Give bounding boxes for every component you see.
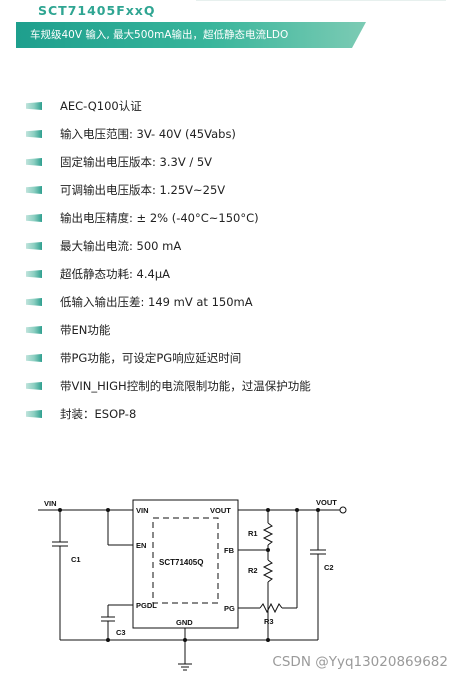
feature-text: 最大输出电流: 500 mA [60, 239, 182, 253]
feature-text: 输入电压范围: 3V- 40V (45Vabs) [60, 127, 236, 141]
fb-junction [266, 548, 270, 552]
feature-text: 带PG功能，可设定PG响应延迟时间 [60, 351, 242, 365]
bullet-icon [26, 102, 42, 110]
bullet-icon [26, 186, 42, 194]
bullet-icon [26, 298, 42, 306]
fb-pin-label: FB [224, 546, 235, 555]
gnd-pin-label: GND [176, 618, 193, 627]
feature-text: AEC-Q100认证 [60, 99, 142, 113]
feature-item: 输出电压精度: ± 2% (-40°C~150°C) [26, 204, 446, 232]
ic-thermal-pad [152, 517, 219, 604]
c3-gnd-junction [106, 638, 110, 642]
watermark: CSDN @Yyq13020869682 [272, 654, 448, 670]
r3-label: R3 [264, 617, 274, 626]
pgdl-pin-label: PGDL [136, 601, 157, 610]
header-band [16, 22, 366, 48]
application-schematic: VIN VIN EN PGDL GND VOUT FB PG VOUT C1 C… [38, 498, 347, 671]
feature-list: AEC-Q100认证 输入电压范围: 3V- 40V (45Vabs) 固定输出… [26, 92, 446, 428]
feature-item: 低输入输出压差: 149 mV at 150mA [26, 288, 446, 316]
feature-item: 可调输出电压版本: 1.25V~25V [26, 176, 446, 204]
feature-item: 带PG功能，可设定PG响应延迟时间 [26, 344, 446, 372]
gnd-junction [183, 638, 187, 642]
part-number-title: SCT71405FxxQ [16, 0, 196, 22]
feature-item: AEC-Q100认证 [26, 92, 446, 120]
feature-text: 带EN功能 [60, 323, 111, 337]
vin-net-label: VIN [44, 499, 57, 508]
vout-pin-label: VOUT [210, 506, 231, 515]
bullet-icon [26, 158, 42, 166]
bullet-icon [26, 270, 42, 278]
r2-gnd-junction [266, 638, 270, 642]
feature-item: 输入电压范围: 3V- 40V (45Vabs) [26, 120, 446, 148]
c2-junction [316, 508, 320, 512]
feature-item: 最大输出电流: 500 mA [26, 232, 446, 260]
bullet-icon [26, 326, 42, 334]
en-junction [106, 508, 110, 512]
bullet-icon [26, 354, 42, 362]
feature-item: 封装：ESOP-8 [26, 400, 446, 428]
feature-text: 固定输出电压版本: 3.3V / 5V [60, 155, 213, 169]
vin-pin-label: VIN [136, 506, 149, 515]
feature-item: 超低静态功耗: 4.4μA [26, 260, 446, 288]
r1-label: R1 [248, 529, 258, 538]
r2-resistor [262, 559, 274, 583]
vout-net-label: VOUT [316, 498, 337, 507]
header-subtitle: 车规级40V 输入, 最大500mA输出，超低静态电流LDO [30, 29, 289, 41]
feature-text: 输出电压精度: ± 2% (-40°C~150°C) [60, 211, 259, 225]
feature-item: 带EN功能 [26, 316, 446, 344]
c3-label: C3 [116, 628, 126, 637]
bullet-icon [26, 130, 42, 138]
r1-junction [266, 508, 270, 512]
c1-label: C1 [71, 555, 81, 564]
feature-item: 固定输出电压版本: 3.3V / 5V [26, 148, 446, 176]
feature-text: 带VIN_HIGH控制的电流限制功能，过温保护功能 [60, 379, 311, 393]
c2-label: C2 [324, 563, 334, 572]
bullet-icon [26, 382, 42, 390]
r3-resistor [259, 602, 283, 614]
vout-terminal [339, 506, 347, 514]
feature-item: 带VIN_HIGH控制的电流限制功能，过温保护功能 [26, 372, 446, 400]
vin-junction [58, 508, 62, 512]
feature-text: 封装：ESOP-8 [60, 407, 137, 421]
feature-text: 低输入输出压差: 149 mV at 150mA [60, 295, 253, 309]
en-pin-label: EN [136, 541, 146, 550]
r2-label: R2 [248, 566, 258, 575]
r1-resistor [262, 522, 274, 546]
pg-pin-label: PG [224, 604, 235, 613]
bullet-icon [26, 410, 42, 418]
chip-label: SCT71405Q [159, 558, 203, 567]
feature-text: 可调输出电压版本: 1.25V~25V [60, 183, 226, 197]
pullup-junction [295, 508, 299, 512]
header-rule [16, 0, 446, 1]
bullet-icon [26, 242, 42, 250]
bullet-icon [26, 214, 42, 222]
feature-text: 超低静态功耗: 4.4μA [60, 267, 171, 281]
